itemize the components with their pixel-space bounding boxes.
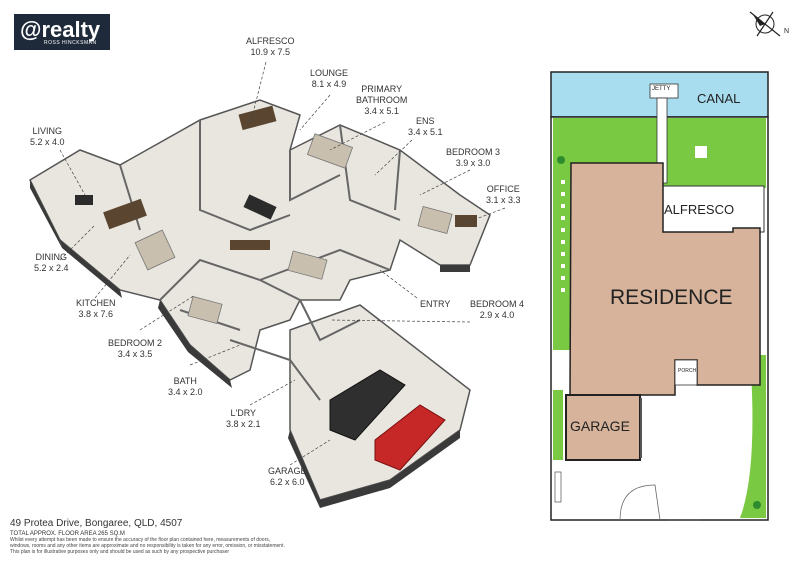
- site-label-porch: PORCH: [678, 368, 697, 374]
- north-label: N: [784, 28, 790, 35]
- logo-subtext: ROSS HINCKSMAN: [44, 40, 97, 46]
- floor-area: TOTAL APPROX. FLOOR AREA 265 SQ.M: [10, 531, 125, 537]
- site-label-garage: GARAGE: [570, 418, 630, 434]
- realty-logo: @realty ROSS HINCKSMAN: [14, 14, 110, 50]
- address: 49 Protea Drive, Bongaree, QLD, 4507: [10, 518, 183, 529]
- room-label-entry: ENTRY: [420, 299, 451, 309]
- disclaimer-line-1: Whilst every attempt has been made to en…: [10, 537, 271, 543]
- disclaimer-line-3: This plan is for illustrative purposes o…: [10, 549, 230, 555]
- disclaimer-line-2: windows, rooms and any other items are a…: [10, 543, 285, 549]
- site-label-residence: RESIDENCE: [610, 286, 733, 309]
- compass-icon: [749, 11, 781, 37]
- footer: 49 Protea Drive, Bongaree, QLD, 4507 TOT…: [10, 518, 330, 555]
- site-label-canal: CANAL: [697, 91, 741, 106]
- site-label-alfresco: ALFRESCO: [664, 202, 735, 217]
- site-label-jetty: JETTY: [652, 86, 671, 92]
- logo-text: @realty: [20, 17, 101, 42]
